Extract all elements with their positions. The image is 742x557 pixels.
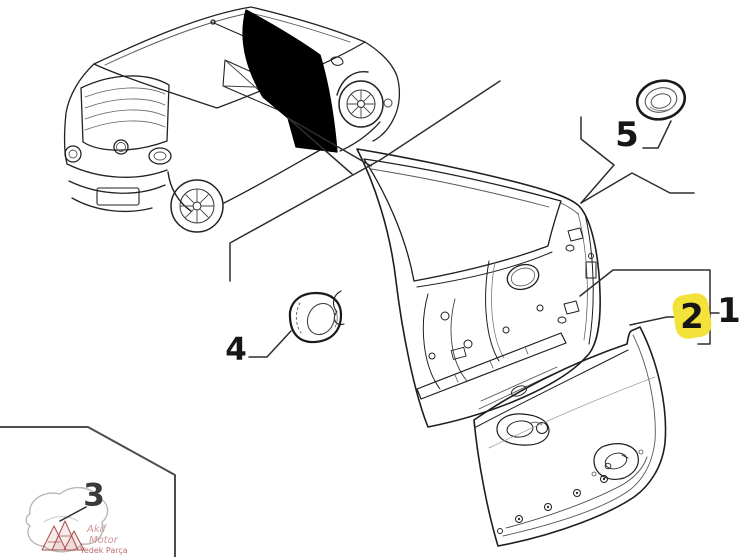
vehicle-rear-view-drawing [63,6,401,233]
watermark-triangles-icon [41,520,85,551]
door-location-mask [242,9,338,153]
leader-callout-3 [59,506,87,522]
callout-5[interactable]: 5 [615,115,639,155]
leader-door-location [287,117,372,175]
view-boundary-line [0,426,176,557]
callout-1[interactable]: 1 [717,291,741,331]
callout-2[interactable]: 2 [680,297,704,337]
callout-2-highlight [672,293,712,339]
watermark-tagline: Yedek Parça [79,546,128,555]
callout-3[interactable]: 3 [83,477,105,514]
door-shell-drawing [332,148,601,428]
leader-callout-5-door [580,116,615,204]
leader-callout-5-grommet [642,120,672,149]
door-outer-panel-drawing [473,326,667,547]
trim-cap-drawing [288,291,343,344]
watermark-brand-top: Akif [86,524,107,535]
callout-4[interactable]: 4 [225,331,247,368]
watermark-logo: Akif Motor Yedek Parça Yedek Parça [41,520,134,557]
leader-callout-1-bracket [579,269,711,345]
leader-diagonal-axis [229,80,501,282]
grommet-drawing [635,79,687,121]
leader-lines [0,80,720,557]
watermark-brand-bottom: Motor [89,535,119,546]
trim-part-faint-drawing [25,487,109,553]
leader-callout-4 [248,330,292,358]
leader-door-corner [580,172,695,204]
